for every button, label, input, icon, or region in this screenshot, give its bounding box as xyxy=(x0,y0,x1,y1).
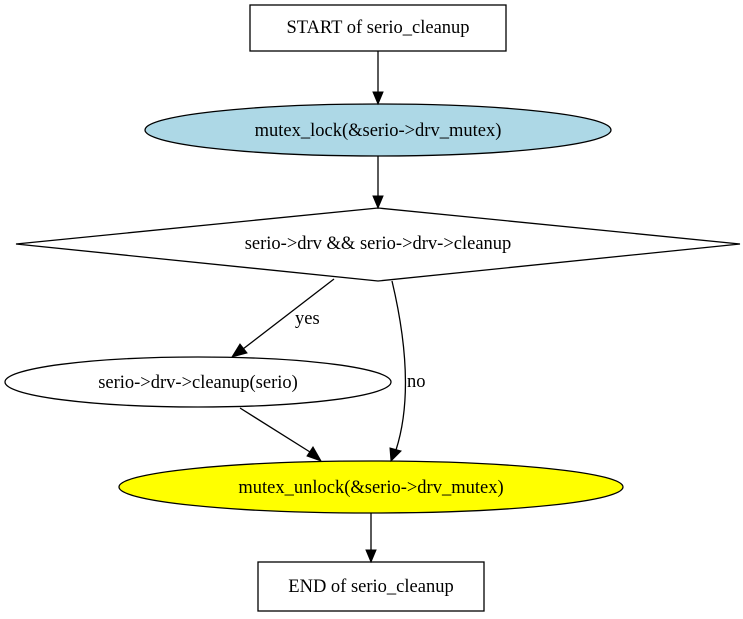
edge-condition-yes: yes xyxy=(230,278,335,358)
arrowhead-icon xyxy=(230,343,248,358)
mutex-lock-label: mutex_lock(&serio->drv_mutex) xyxy=(255,121,502,141)
condition-diamond xyxy=(15,207,741,282)
edge-line xyxy=(239,407,311,453)
arrowhead-icon xyxy=(372,195,384,210)
arrowhead-icon xyxy=(389,447,402,463)
node-mutex-lock[interactable]: mutex_lock(&serio->drv_mutex) xyxy=(144,103,612,157)
edge-unlock-to-end xyxy=(365,513,377,564)
start-label: START of serio_cleanup xyxy=(286,18,469,38)
edge-label-yes: yes xyxy=(295,309,320,329)
edge-start-to-lock xyxy=(372,51,384,106)
start-box xyxy=(249,4,507,52)
mutex-unlock-label: mutex_unlock(&serio->drv_mutex) xyxy=(238,478,503,498)
node-end[interactable]: END of serio_cleanup xyxy=(257,561,485,612)
node-condition[interactable]: serio->drv && serio->drv->cleanup xyxy=(15,207,741,282)
arrowhead-icon xyxy=(306,446,323,462)
node-start[interactable]: START of serio_cleanup xyxy=(249,4,507,52)
arrowhead-icon xyxy=(372,91,384,106)
node-cleanup-call[interactable]: serio->drv->cleanup(serio) xyxy=(4,356,392,408)
end-box xyxy=(257,561,485,612)
edge-condition-no: no xyxy=(389,280,426,463)
edge-line xyxy=(242,278,335,350)
condition-label: serio->drv && serio->drv->cleanup xyxy=(245,234,512,254)
edge-cleanup-to-unlock xyxy=(239,407,323,462)
edge-line xyxy=(391,280,407,451)
arrowhead-icon xyxy=(365,549,377,564)
cleanup-call-label: serio->drv->cleanup(serio) xyxy=(98,373,298,393)
edge-lock-to-condition xyxy=(372,156,384,210)
end-label: END of serio_cleanup xyxy=(288,577,453,597)
cleanup-call-ellipse xyxy=(4,356,392,408)
node-mutex-unlock[interactable]: mutex_unlock(&serio->drv_mutex) xyxy=(118,460,624,514)
edge-label-no: no xyxy=(407,372,426,392)
